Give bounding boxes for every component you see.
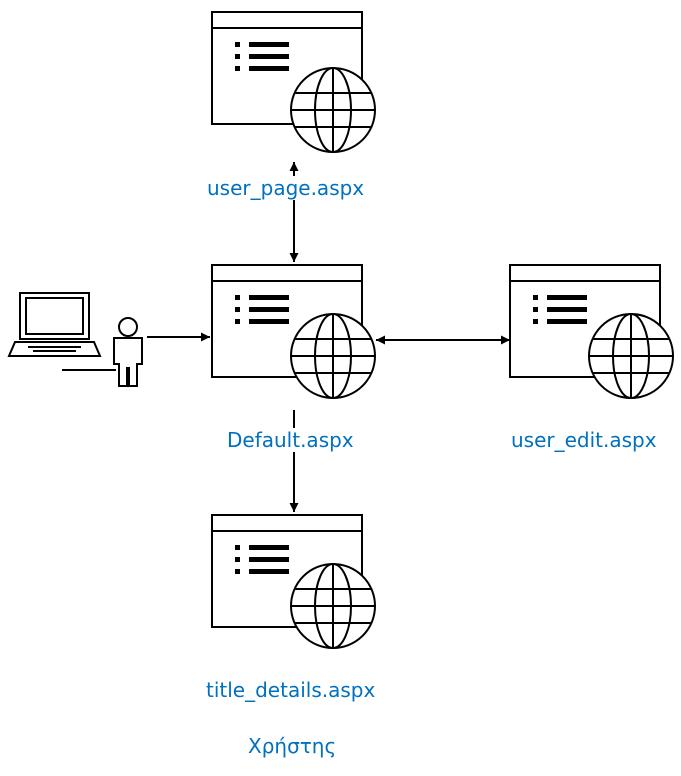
- node-label-user-page: user_page.aspx: [206, 176, 366, 200]
- page-node-title-details[interactable]: [211, 514, 376, 649]
- globe-icon: [290, 563, 376, 649]
- node-label-default: Default.aspx: [226, 428, 355, 452]
- page-node-user-page[interactable]: [211, 11, 376, 153]
- page-node-default[interactable]: [211, 264, 376, 399]
- laptop-icon: [7, 292, 116, 371]
- node-label-title-details: title_details.aspx: [206, 678, 376, 702]
- globe-icon: [290, 67, 376, 153]
- globe-icon: [290, 313, 376, 399]
- page-node-user-edit[interactable]: [509, 264, 674, 399]
- globe-icon: [588, 313, 674, 399]
- node-label-user-edit: user_edit.aspx: [511, 428, 657, 452]
- user-label: Χρήστης: [248, 734, 337, 758]
- user-icon: [113, 317, 143, 387]
